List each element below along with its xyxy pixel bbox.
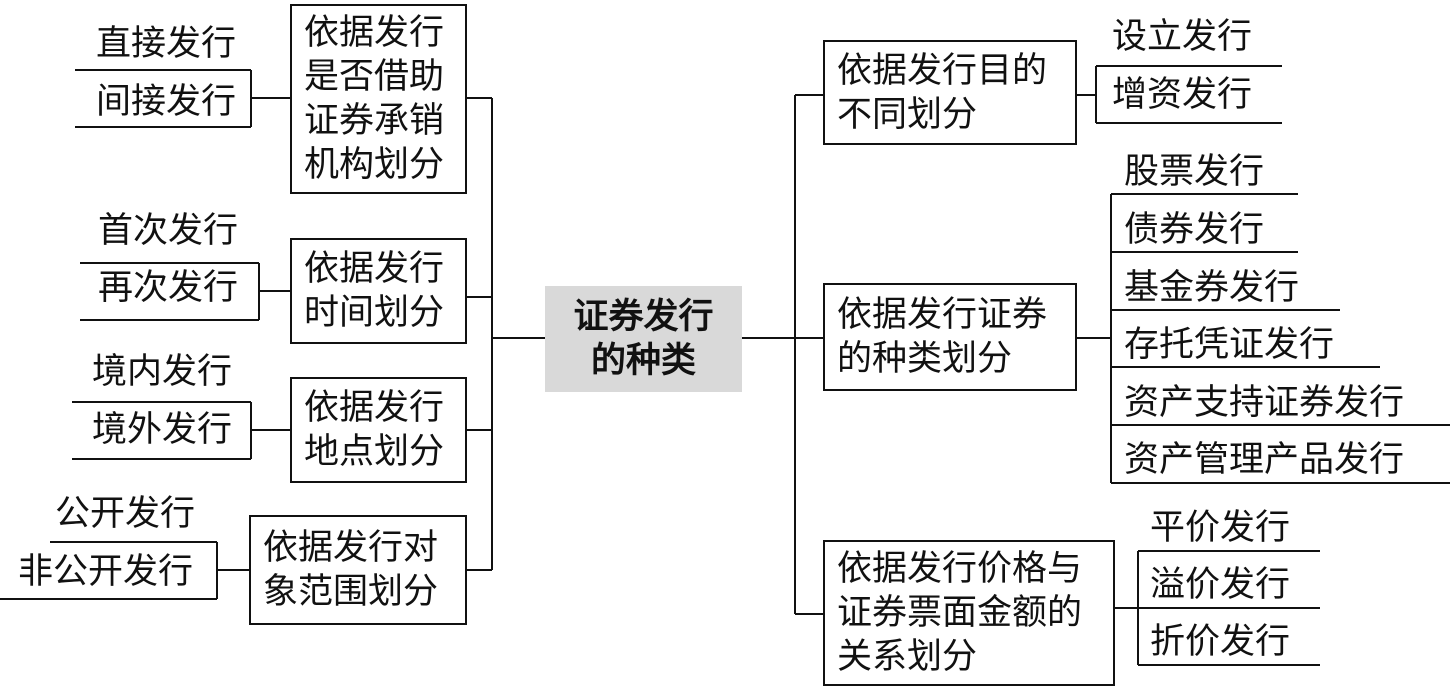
leaf-first-issue: 首次发行	[98, 211, 239, 251]
leaf-indirect-issue: 间接发行	[96, 82, 237, 122]
leaf-fund-issue: 基金券发行	[1124, 268, 1300, 308]
leaf-stock-issue: 股票发行	[1124, 152, 1265, 192]
criterion-purpose: 依据发行目的 不同划分	[823, 40, 1077, 145]
criterion-price: 依据发行价格与 证券票面金额的 关系划分	[823, 540, 1115, 686]
leaf-establishment-issue: 设立发行	[1112, 17, 1253, 57]
leaf-capital-increase-issue: 增资发行	[1112, 75, 1253, 115]
leaf-par-issue: 平价发行	[1150, 508, 1291, 548]
leaf-depositary-receipt-issue: 存托凭证发行	[1124, 325, 1335, 365]
leaf-overseas-issue: 境外发行	[92, 410, 233, 450]
leaf-direct-issue: 直接发行	[96, 24, 237, 64]
leaf-asset-backed-issue: 资产支持证券发行	[1124, 383, 1405, 423]
criterion-underwriting: 依据发行 是否借助 证券承销 机构划分	[290, 4, 467, 194]
leaf-premium-issue: 溢价发行	[1150, 565, 1291, 605]
leaf-asset-management-issue: 资产管理产品发行	[1124, 440, 1405, 480]
center-topic: 证券发行 的种类	[545, 286, 742, 392]
leaf-public-issue: 公开发行	[55, 494, 196, 534]
leaf-discount-issue: 折价发行	[1150, 622, 1291, 662]
leaf-bond-issue: 债券发行	[1124, 210, 1265, 250]
leaf-repeat-issue: 再次发行	[98, 268, 239, 308]
criterion-time: 依据发行 时间划分	[290, 238, 467, 344]
criterion-audience: 依据发行对 象范围划分	[249, 515, 467, 625]
leaf-domestic-issue: 境内发行	[92, 352, 233, 392]
criterion-location: 依据发行 地点划分	[290, 377, 467, 483]
criterion-security-type: 依据发行证券 的种类划分	[823, 283, 1077, 391]
leaf-private-issue: 非公开发行	[18, 552, 194, 592]
